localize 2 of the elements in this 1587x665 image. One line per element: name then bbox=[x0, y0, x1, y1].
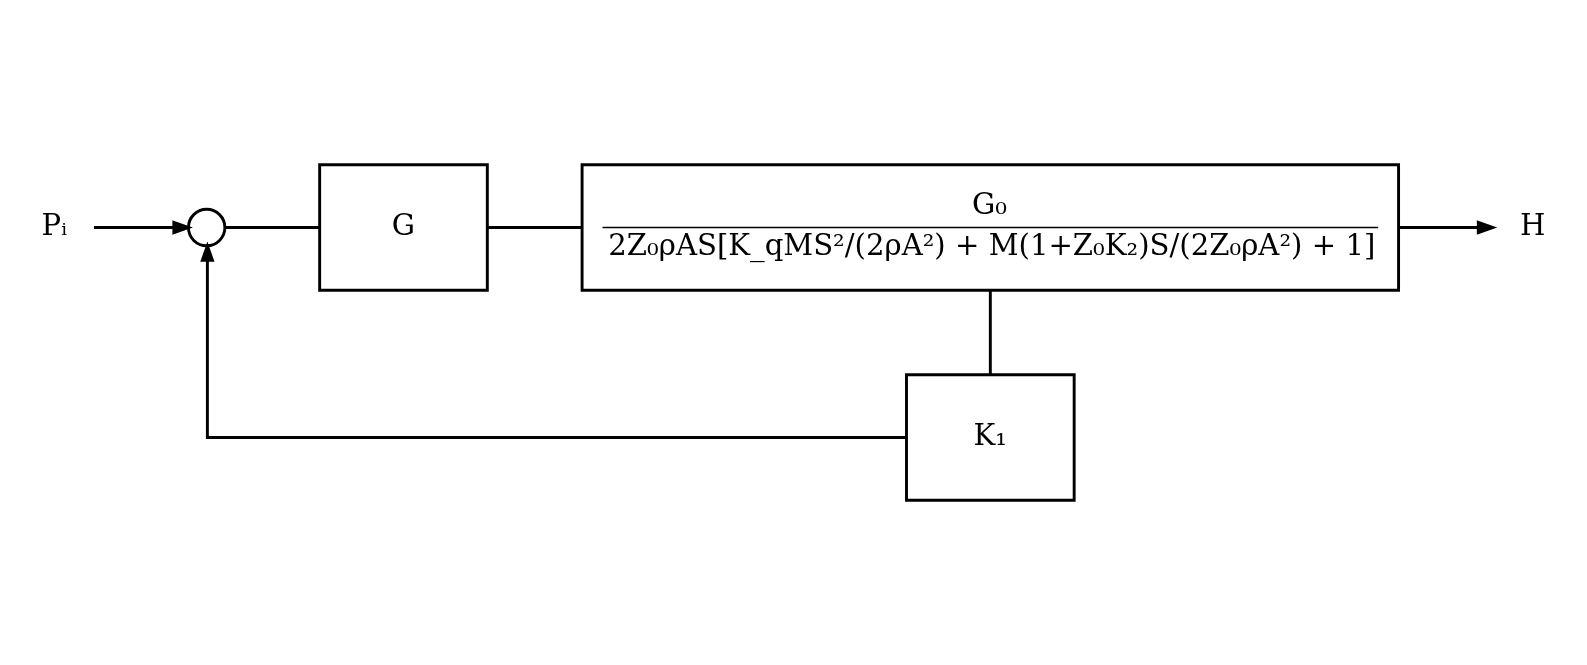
node-text: H bbox=[1519, 207, 1546, 242]
node-text: Pᵢ bbox=[41, 207, 68, 242]
